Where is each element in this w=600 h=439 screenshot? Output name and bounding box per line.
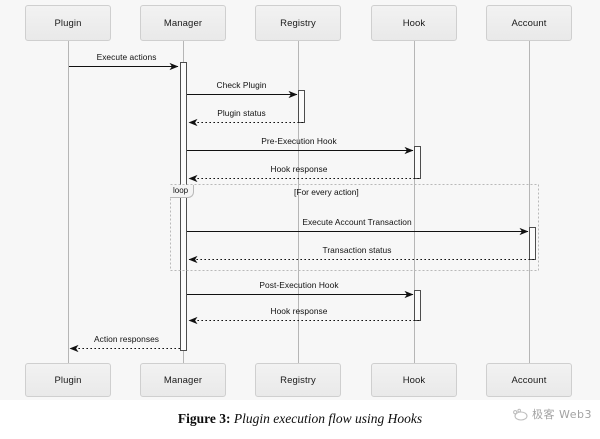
message-label-post-execution-hook: Post-Execution Hook xyxy=(259,280,339,290)
diagram-vector-layer xyxy=(68,41,539,363)
activation-account xyxy=(529,227,536,260)
participant-label: Plugin xyxy=(54,17,82,29)
message-label-check-plugin: Check Plugin xyxy=(216,80,267,90)
figure-caption-text: Plugin execution flow using Hooks xyxy=(233,411,423,426)
message-label-action-responses: Action responses xyxy=(93,334,160,344)
participant-box-hook-top[interactable]: Hook xyxy=(371,5,457,41)
participant-box-account-bottom[interactable]: Account xyxy=(486,363,572,397)
activation-manager xyxy=(180,62,187,351)
message-label-hook-response-2: Hook response xyxy=(270,306,328,316)
figure-caption: Figure 3: Plugin execution flow using Ho… xyxy=(0,411,600,427)
activation-registry-1 xyxy=(298,90,305,123)
participant-box-registry-top[interactable]: Registry xyxy=(255,5,341,41)
message-label-plugin-status: Plugin status xyxy=(217,108,266,118)
loop-fragment-condition: [For every action] xyxy=(294,187,359,197)
participant-box-manager-top[interactable]: Manager xyxy=(140,5,226,41)
message-label-pre-execution-hook: Pre-Execution Hook xyxy=(261,136,337,146)
participant-box-hook-bottom[interactable]: Hook xyxy=(371,363,457,397)
participant-box-registry-bottom[interactable]: Registry xyxy=(255,363,341,397)
participant-label: Manager xyxy=(163,374,203,386)
activation-hook-1 xyxy=(414,146,421,179)
participant-label: Plugin xyxy=(54,374,82,386)
participant-label: Hook xyxy=(402,17,426,29)
caption-area: Figure 3: Plugin execution flow using Ho… xyxy=(0,400,600,439)
cloud-logo-icon xyxy=(513,408,528,421)
participant-box-plugin-bottom[interactable]: Plugin xyxy=(25,363,111,397)
participant-label: Account xyxy=(511,374,547,386)
participant-box-manager-bottom[interactable]: Manager xyxy=(140,363,226,397)
participant-label: Manager xyxy=(163,17,203,29)
activation-hook-2 xyxy=(414,290,421,321)
message-arrows xyxy=(69,62,534,353)
participant-label: Hook xyxy=(402,374,426,386)
participant-label: Registry xyxy=(280,374,316,386)
participant-label: Account xyxy=(511,17,547,29)
sequence-diagram: Plugin Manager Registry Hook Account Plu… xyxy=(25,5,572,397)
participant-box-plugin-top[interactable]: Plugin xyxy=(25,5,111,41)
message-label-execute-actions: Execute actions xyxy=(96,52,157,62)
figure-number: Figure 3: xyxy=(177,411,231,426)
message-label-hook-response-1: Hook response xyxy=(270,164,328,174)
message-label-execute-account-transaction: Execute Account Transaction xyxy=(302,217,412,227)
watermark-text: 极客 Web3 xyxy=(532,408,592,421)
message-label-transaction-status: Transaction status xyxy=(322,245,392,255)
activation-bars xyxy=(180,62,536,351)
watermark: 极客 Web3 xyxy=(512,406,592,422)
loop-fragment-frame xyxy=(170,184,539,271)
participant-box-account-top[interactable]: Account xyxy=(486,5,572,41)
loop-fragment-tab: loop xyxy=(170,185,195,198)
participant-label: Registry xyxy=(280,17,316,29)
